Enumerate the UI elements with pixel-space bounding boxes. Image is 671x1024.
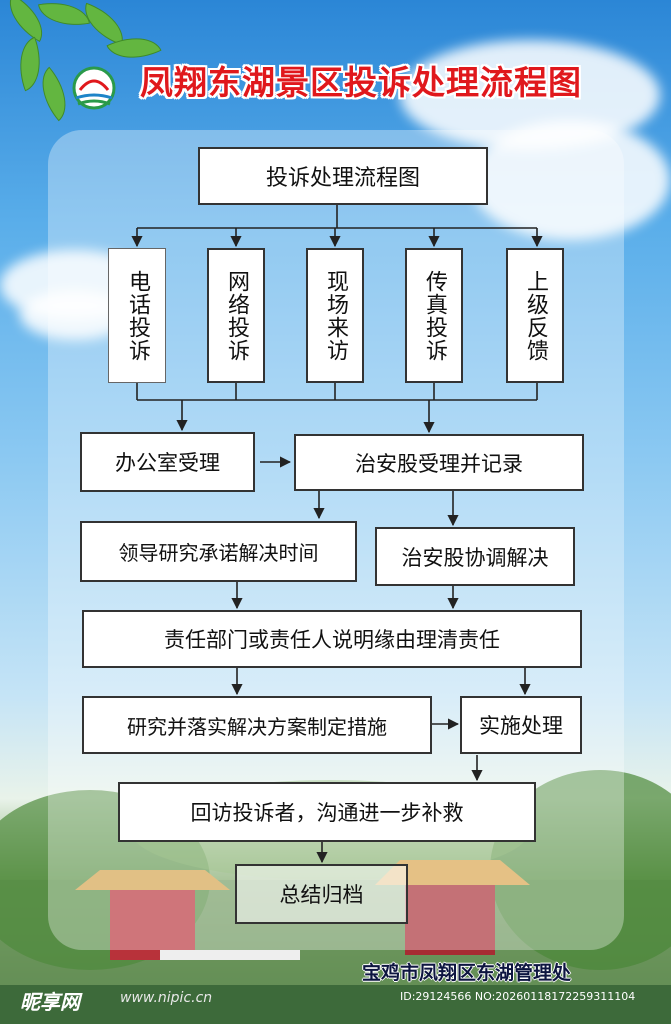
channel-phone-box: 电话投诉: [108, 248, 166, 383]
scenic-area-logo: [72, 66, 116, 110]
office-accept-box: 办公室受理: [80, 432, 255, 492]
scenic-background: [0, 770, 671, 1024]
channel-superior-box: 上级反馈: [506, 248, 564, 383]
archive-box: 总结归档: [235, 864, 408, 924]
leader-research-box: 领导研究承诺解决时间: [80, 521, 357, 582]
watermark-site-url: www.nipic.cn: [120, 990, 213, 1006]
watermark-id: ID:29124566 NO:20260118172259311104: [400, 990, 636, 1003]
channel-fax-box: 传真投诉: [405, 248, 463, 383]
responsibility-box: 责任部门或责任人说明缘由理清责任: [82, 610, 582, 668]
management-office-label: 宝鸡市凤翔区东湖管理处: [362, 962, 572, 984]
channel-online-box: 网络投诉: [207, 248, 265, 383]
page-title: 凤翔东湖景区投诉处理流程图: [140, 63, 582, 102]
revisit-box: 回访投诉者，沟通进一步补救: [118, 782, 536, 842]
implement-box: 实施处理: [460, 696, 582, 754]
cloud: [470, 120, 670, 240]
security-coordinate-box: 治安股协调解决: [375, 527, 575, 586]
flow-header-box: 投诉处理流程图: [198, 147, 488, 205]
research-solution-box: 研究并落实解决方案制定措施: [82, 696, 432, 754]
channel-visit-box: 现场来访: [306, 248, 364, 383]
security-accept-box: 治安股受理并记录: [294, 434, 584, 491]
watermark-site-name: 昵享网: [20, 990, 80, 1014]
